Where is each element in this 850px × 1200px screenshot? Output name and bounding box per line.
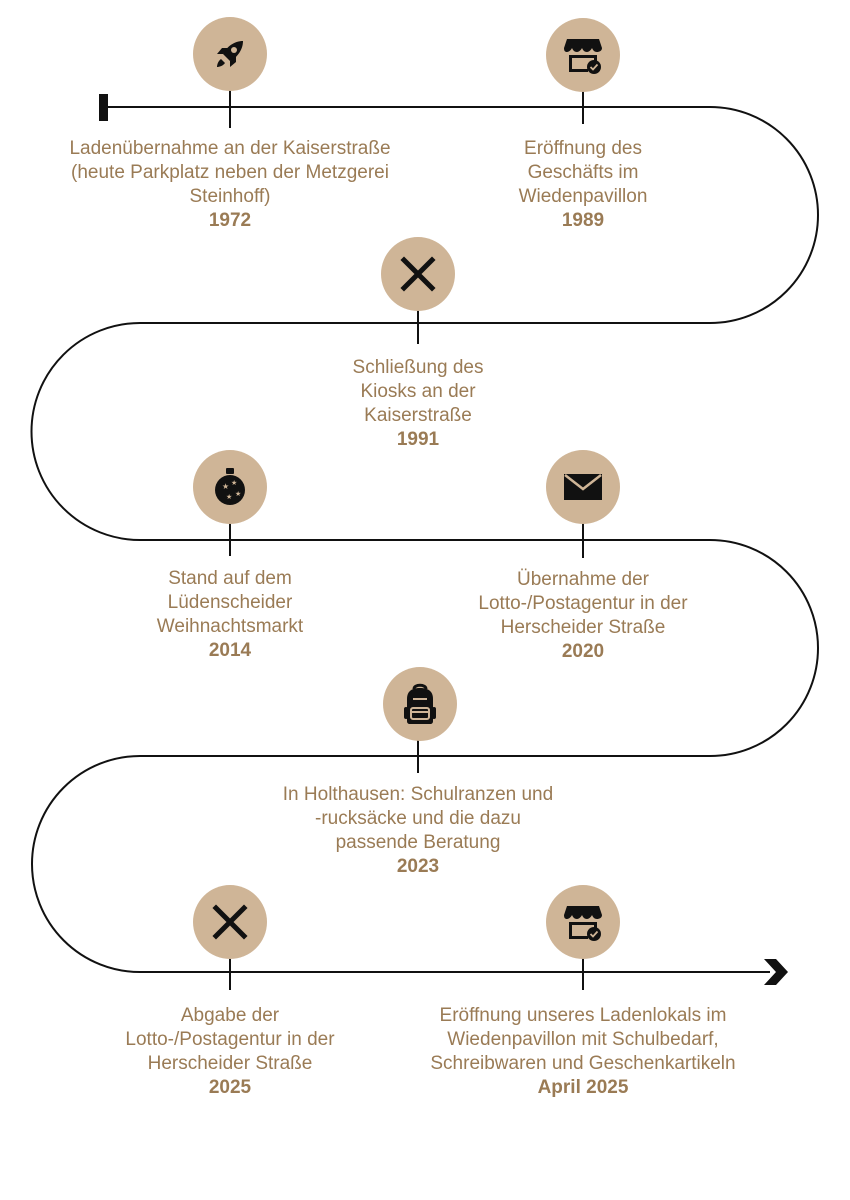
milestone-icon-2020	[546, 450, 620, 524]
milestone-year: April 2025	[537, 1077, 629, 1098]
milestone-description: In Holthausen: Schulranzen und -rucksäck…	[282, 784, 554, 853]
milestone-2020: Übernahme der Lotto-/Postagentur in der …	[463, 568, 703, 664]
milestone-description: Übernahme der Lotto-/Postagentur in der …	[478, 569, 688, 638]
milestone-description: Ladenübernahme an der Kaiserstraße (heut…	[69, 138, 391, 207]
milestone-1989: Eröffnung des Geschäfts im Wiedenpavillo…	[443, 137, 723, 233]
svg-text:★: ★	[222, 482, 229, 491]
milestone-description: Abgabe der Lotto-/Postagentur in der Her…	[125, 1005, 335, 1074]
close-x-icon	[212, 904, 248, 940]
backpack-icon	[404, 683, 436, 724]
ornament-icon: ★ ★ ★ ★	[215, 468, 245, 505]
milestone-icon-2023	[383, 667, 457, 741]
milestone-year: 1989	[561, 210, 605, 231]
milestone-year: 1972	[208, 210, 252, 231]
svg-text:★: ★	[226, 493, 232, 501]
milestone-1991: Schließung des Kiosks an der Kaiserstraß…	[318, 356, 518, 452]
timeline-line	[30, 106, 819, 973]
milestone-year: 2023	[396, 856, 440, 877]
milestone-icon-1991	[381, 237, 455, 311]
rocket-icon	[217, 41, 243, 67]
milestone-year: 2014	[208, 640, 252, 661]
close-x-icon	[400, 256, 436, 292]
milestone-icon-1972	[193, 17, 267, 91]
shop-icon	[564, 906, 602, 941]
milestone-year: 2020	[561, 641, 605, 662]
timeline-arrow-head	[764, 959, 788, 985]
milestone-year: 1991	[396, 429, 440, 450]
milestone-2014: Stand auf dem Lüdenscheider Weihnachtsma…	[130, 567, 330, 663]
milestone-april-2025: Eröffnung unseres Ladenlokals im Wiedenp…	[403, 1004, 763, 1100]
milestone-description: Schließung des Kiosks an der Kaiserstraß…	[352, 357, 484, 426]
milestone-1972: Ladenübernahme an der Kaiserstraße (heut…	[60, 137, 400, 233]
milestone-icon-2025	[193, 885, 267, 959]
milestone-description: Eröffnung unseres Ladenlokals im Wiedenp…	[430, 1005, 736, 1074]
milestone-icon-1989	[546, 18, 620, 92]
milestone-description: Stand auf dem Lüdenscheider Weihnachtsma…	[156, 568, 304, 637]
milestone-icon-2014: ★ ★ ★ ★	[193, 450, 267, 524]
milestone-2025: Abgabe der Lotto-/Postagentur in der Her…	[110, 1004, 350, 1100]
timeline-start-marker	[99, 94, 108, 121]
milestone-2023: In Holthausen: Schulranzen und -rucksäck…	[278, 783, 558, 879]
shop-icon	[564, 39, 602, 74]
milestone-icon-april-2025	[546, 885, 620, 959]
milestone-year: 2025	[208, 1077, 252, 1098]
milestone-description: Eröffnung des Geschäfts im Wiedenpavillo…	[518, 138, 648, 207]
envelope-icon	[564, 474, 602, 500]
svg-text:★: ★	[235, 490, 241, 498]
svg-text:★: ★	[231, 479, 237, 487]
